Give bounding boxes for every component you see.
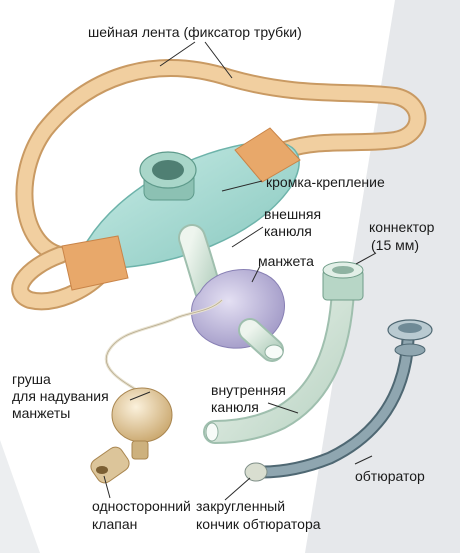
label-valve-line1: односторонний <box>92 498 191 515</box>
background-corner <box>0 440 40 553</box>
bulb-neck <box>132 441 148 459</box>
connector-15mm-opening <box>332 266 354 274</box>
obturator-rounded-tip <box>245 463 267 481</box>
label-outer-cannula-line1: внешняя <box>264 206 321 223</box>
label-inner-cannula-line1: внутренняя <box>211 382 286 399</box>
outer-cannula-opening <box>265 345 283 359</box>
label-cuff: манжета <box>258 253 314 270</box>
tape-tab-left <box>62 236 128 290</box>
label-valve-line2: клапан <box>92 516 137 533</box>
pilot-bulb <box>112 388 172 442</box>
label-obturator: обтюратор <box>355 468 425 485</box>
one-way-valve <box>88 444 132 486</box>
label-flange: кромка-крепление <box>266 174 385 191</box>
label-neck-tape: шейная лента (фиксатор трубки) <box>88 24 302 41</box>
label-inner-cannula-line2: канюля <box>211 399 259 416</box>
label-obturator-tip-line1: закругленный <box>196 498 285 515</box>
valve-opening <box>96 466 108 474</box>
label-connector-line1: коннектор <box>369 219 434 236</box>
label-outer-cannula-line2: канюля <box>264 223 312 240</box>
hub-opening <box>152 160 184 180</box>
label-obturator-tip-line2: кончик обтюратора <box>196 516 321 533</box>
obturator-handle-ring <box>398 323 422 333</box>
label-bulb-line3: манжеты <box>12 405 70 422</box>
label-bulb-line1: груша <box>12 371 51 388</box>
label-bulb-line2: для надувания <box>12 388 109 405</box>
inner-cannula-opening <box>206 423 218 441</box>
obturator-collar <box>395 344 425 356</box>
label-connector-line2: (15 мм) <box>371 237 419 254</box>
